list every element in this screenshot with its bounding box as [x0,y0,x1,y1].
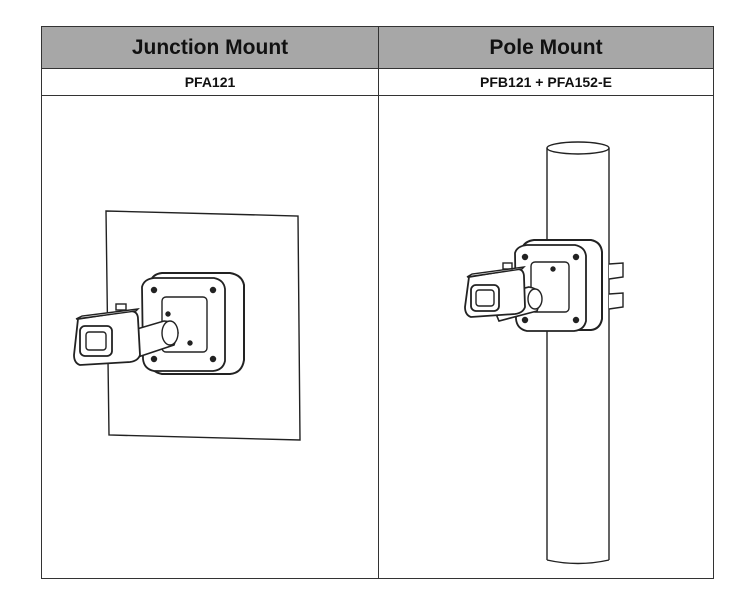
pole-mount-model: PFB121 + PFA152-E [379,68,713,96]
junction-mount-header: Junction Mount [42,27,378,68]
pole [546,141,610,155]
column-divider [378,27,379,578]
mount-table: Junction Mount Pole Mount PFA121 PFB121 … [41,26,714,579]
junction-mount-model: PFA121 [42,68,378,96]
junction-mount-illustration [42,97,378,578]
pole-mount-illustration [379,97,713,578]
pole-mount-header: Pole Mount [379,27,713,68]
